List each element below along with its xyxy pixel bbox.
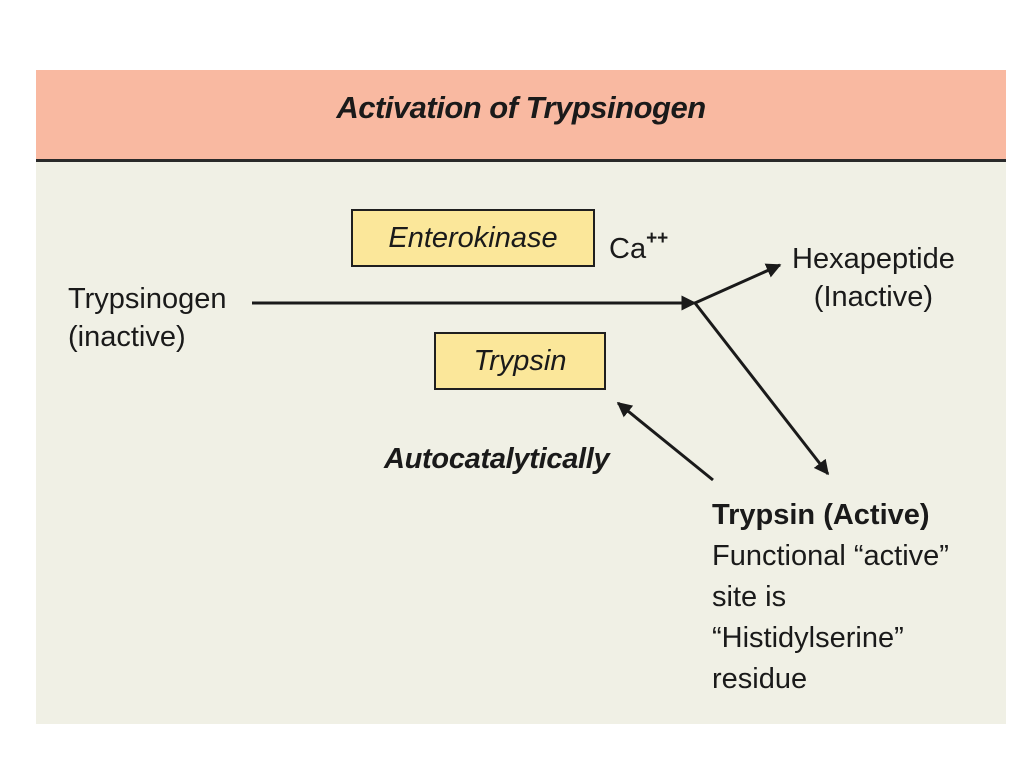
- calcium-symbol: Ca: [609, 233, 647, 265]
- active-site-line-2: site is: [712, 581, 787, 613]
- hexapeptide-label: Hexapeptide (Inactive): [792, 240, 955, 316]
- trypsin-box: Trypsin: [434, 332, 606, 390]
- trypsin-label: Trypsin: [473, 344, 567, 377]
- trypsinogen-name: Trypsinogen: [68, 283, 227, 315]
- hexapeptide-arrow: [694, 263, 782, 305]
- calcium-cofactor: Ca++: [609, 220, 668, 268]
- hexapeptide-state: (Inactive): [813, 281, 934, 313]
- enterokinase-box: Enterokinase: [351, 209, 595, 267]
- active-site-line-3: “Histidylserine”: [712, 622, 904, 654]
- active-trypsin-arrow: [693, 302, 830, 476]
- diagram-panel: [36, 70, 1006, 724]
- hexapeptide-name: Hexapeptide: [792, 243, 955, 275]
- enterokinase-label: Enterokinase: [388, 221, 558, 254]
- calcium-charge: ++: [646, 228, 669, 249]
- active-site-line-4: residue: [712, 663, 808, 695]
- active-site-line-1: Functional “active”: [712, 540, 949, 572]
- autocatalysis-label: Autocatalytically: [384, 443, 610, 475]
- active-trypsin-heading: Trypsin (Active): [712, 499, 930, 531]
- autocatalysis-arrow: [616, 401, 714, 482]
- trypsinogen-label: Trypsinogen (inactive): [68, 280, 227, 356]
- title-band: [36, 70, 1006, 162]
- diagram-title: Activation of Trypsinogen: [336, 90, 706, 125]
- active-trypsin-label: Trypsin (Active) Functional “active” sit…: [712, 495, 949, 700]
- trypsinogen-state: (inactive): [68, 321, 186, 353]
